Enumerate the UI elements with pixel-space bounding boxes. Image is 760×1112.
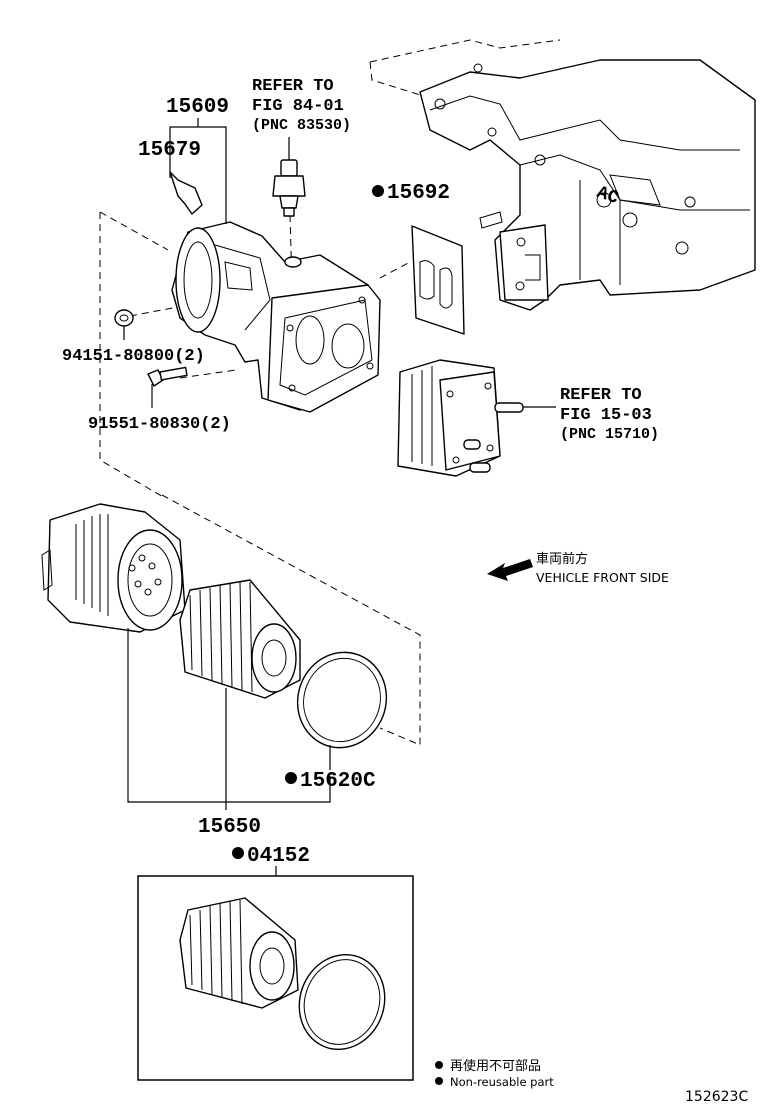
- kit-o-ring-inner: [303, 959, 381, 1045]
- sensor-ref-line3: (PNC 83530): [252, 117, 351, 134]
- non-reusable-dot-04152: [232, 847, 244, 859]
- gasket-15692-drawing: [411, 225, 465, 335]
- part-number-15692: 15692: [387, 182, 450, 205]
- part-number-94151: 94151-80800(2): [62, 347, 205, 366]
- filter-housing-drawing: [171, 221, 381, 413]
- o-ring-15620c-drawing: [296, 651, 388, 749]
- non-reusable-dot-15692: [372, 185, 384, 197]
- diagram-id: 152623C: [685, 1089, 748, 1105]
- engine-block-drawing: AC: [369, 39, 756, 311]
- non-reusable-dot-15620c: [285, 772, 297, 784]
- part-number-04152: 04152: [247, 845, 310, 868]
- direction-label-jp: 車両前方: [536, 551, 588, 567]
- filter-element-drawing: [179, 579, 301, 699]
- assembly-boundary-dashed: [99, 211, 421, 746]
- part-number-15609: 15609: [166, 96, 229, 119]
- bolt-94151-drawing: [114, 309, 134, 327]
- bracket-15679-drawing: [169, 171, 203, 215]
- kit-o-ring-drawing: [298, 953, 386, 1051]
- kit-filter-element-drawing: [179, 897, 299, 1009]
- part-number-15679: 15679: [138, 139, 201, 162]
- legend-dot-jp: [435, 1061, 443, 1069]
- leader-15609: [169, 118, 227, 224]
- filter-cap-drawing: [41, 503, 186, 633]
- sensor-ref-line2: FIG 84-01: [252, 97, 344, 116]
- legend-label-jp: 再使用不可部品: [450, 1058, 541, 1074]
- part-number-15650: 15650: [198, 816, 261, 839]
- cooler-ref-line2: FIG 15-03: [560, 406, 652, 425]
- o-ring-15620c-inner: [303, 657, 381, 743]
- bolt-91551-drawing: [147, 366, 188, 387]
- cooler-ref-line1: REFER TO: [560, 386, 642, 405]
- part-number-91551: 91551-80830(2): [88, 415, 231, 434]
- cooler-ref-line3: (PNC 15710): [560, 426, 659, 443]
- legend-dot-en: [435, 1077, 443, 1085]
- vehicle-front-arrow-icon: [487, 559, 533, 581]
- oil-pressure-sensor-drawing: [272, 159, 306, 217]
- oil-cooler-drawing: [397, 359, 524, 477]
- sensor-ref-line1: REFER TO: [252, 77, 334, 96]
- part-number-15620c: 15620C: [300, 770, 376, 793]
- gasket-dashed-line: [379, 261, 411, 279]
- leader-15650: [127, 628, 331, 810]
- direction-label-en: VEHICLE FRONT SIDE: [536, 570, 669, 585]
- alignment-dashed-line-2: [179, 369, 237, 379]
- legend-label-en: Non-reusable part: [450, 1075, 554, 1089]
